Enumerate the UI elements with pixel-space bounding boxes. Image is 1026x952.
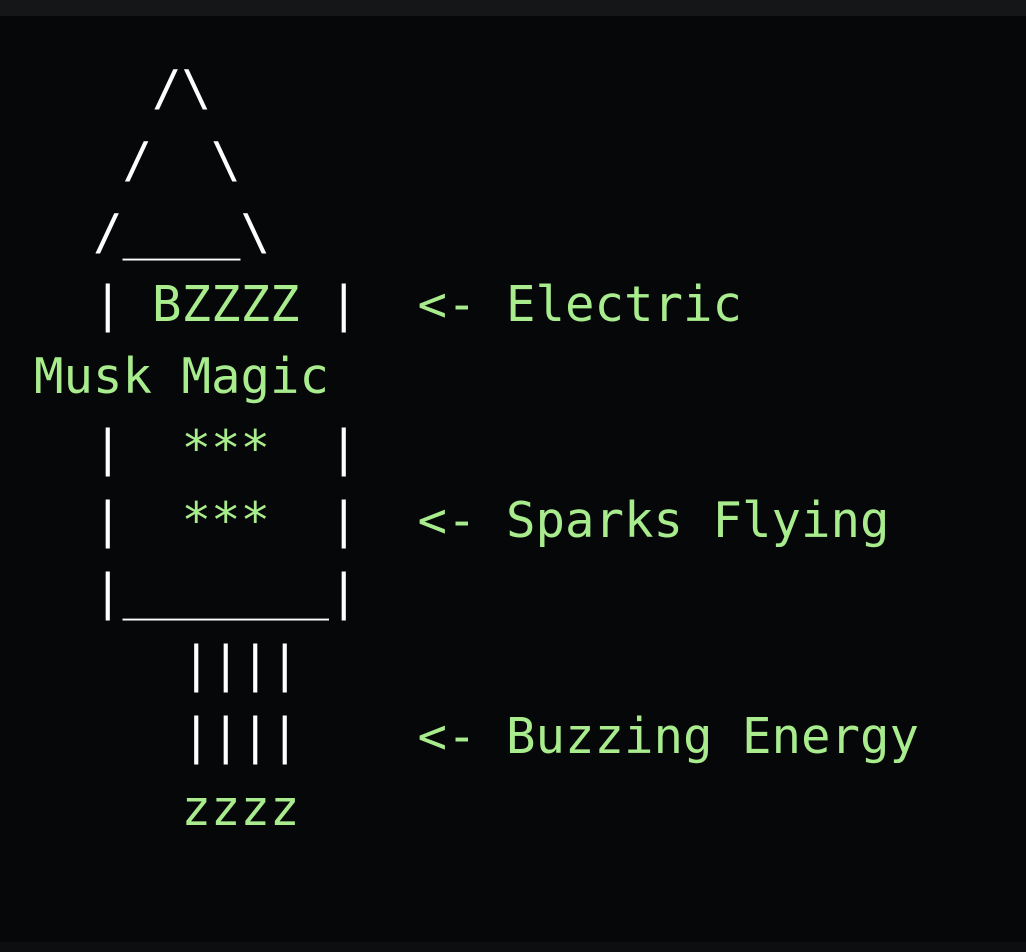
rocket-exhaust: |||| [34,636,300,693]
rocket-body-right: | [270,420,359,477]
sparks-flying-annotation: <- Sparks Flying [358,492,890,549]
ascii-line-1: /\ [34,53,211,125]
rocket-exhaust: |||| [34,708,300,765]
rocket-body-left: | [34,492,182,549]
ascii-line-10: |||| <- Buzzing Energy [34,701,920,773]
rocket-body-left: | [34,420,182,477]
ascii-line-9: |||| [34,629,300,701]
musk-magic-text: Musk Magic [34,348,330,405]
rocket-body-left: | [34,276,153,333]
terminal-output: /\ / \ /____\ | BZZZZ | <- Electric Musk… [0,16,1026,942]
rocket-body-right: | [270,492,359,549]
rocket-nose-middle: / \ [34,132,241,189]
rocket-nose-base: /____\ [34,204,271,261]
sparks-stars: *** [181,492,271,549]
rocket-body-right: | [299,276,359,333]
ascii-line-11: zzzz [34,773,300,845]
window-bottom-edge [0,942,1026,952]
ascii-line-7: | *** | <- Sparks Flying [34,485,890,557]
rocket-body-bottom: |_______| [34,564,359,621]
rocket-nose-tip: /\ [34,60,212,117]
ascii-line-4: | BZZZZ | <- Electric [34,269,742,341]
ascii-line-3: /____\ [34,197,270,269]
ascii-line-2: / \ [34,125,241,197]
electric-annotation: <- Electric [358,276,743,333]
ascii-line-6: | *** | [34,413,359,485]
buzzing-energy-annotation: <- Buzzing Energy [299,708,920,765]
ascii-line-8: |_______| [34,557,359,629]
ascii-line-5: Musk Magic [34,341,329,413]
window-top-bar [0,0,1026,16]
sparks-stars: *** [181,420,271,477]
bzzzz-text: BZZZZ [152,276,300,333]
zzzz-text: zzzz [34,780,300,837]
